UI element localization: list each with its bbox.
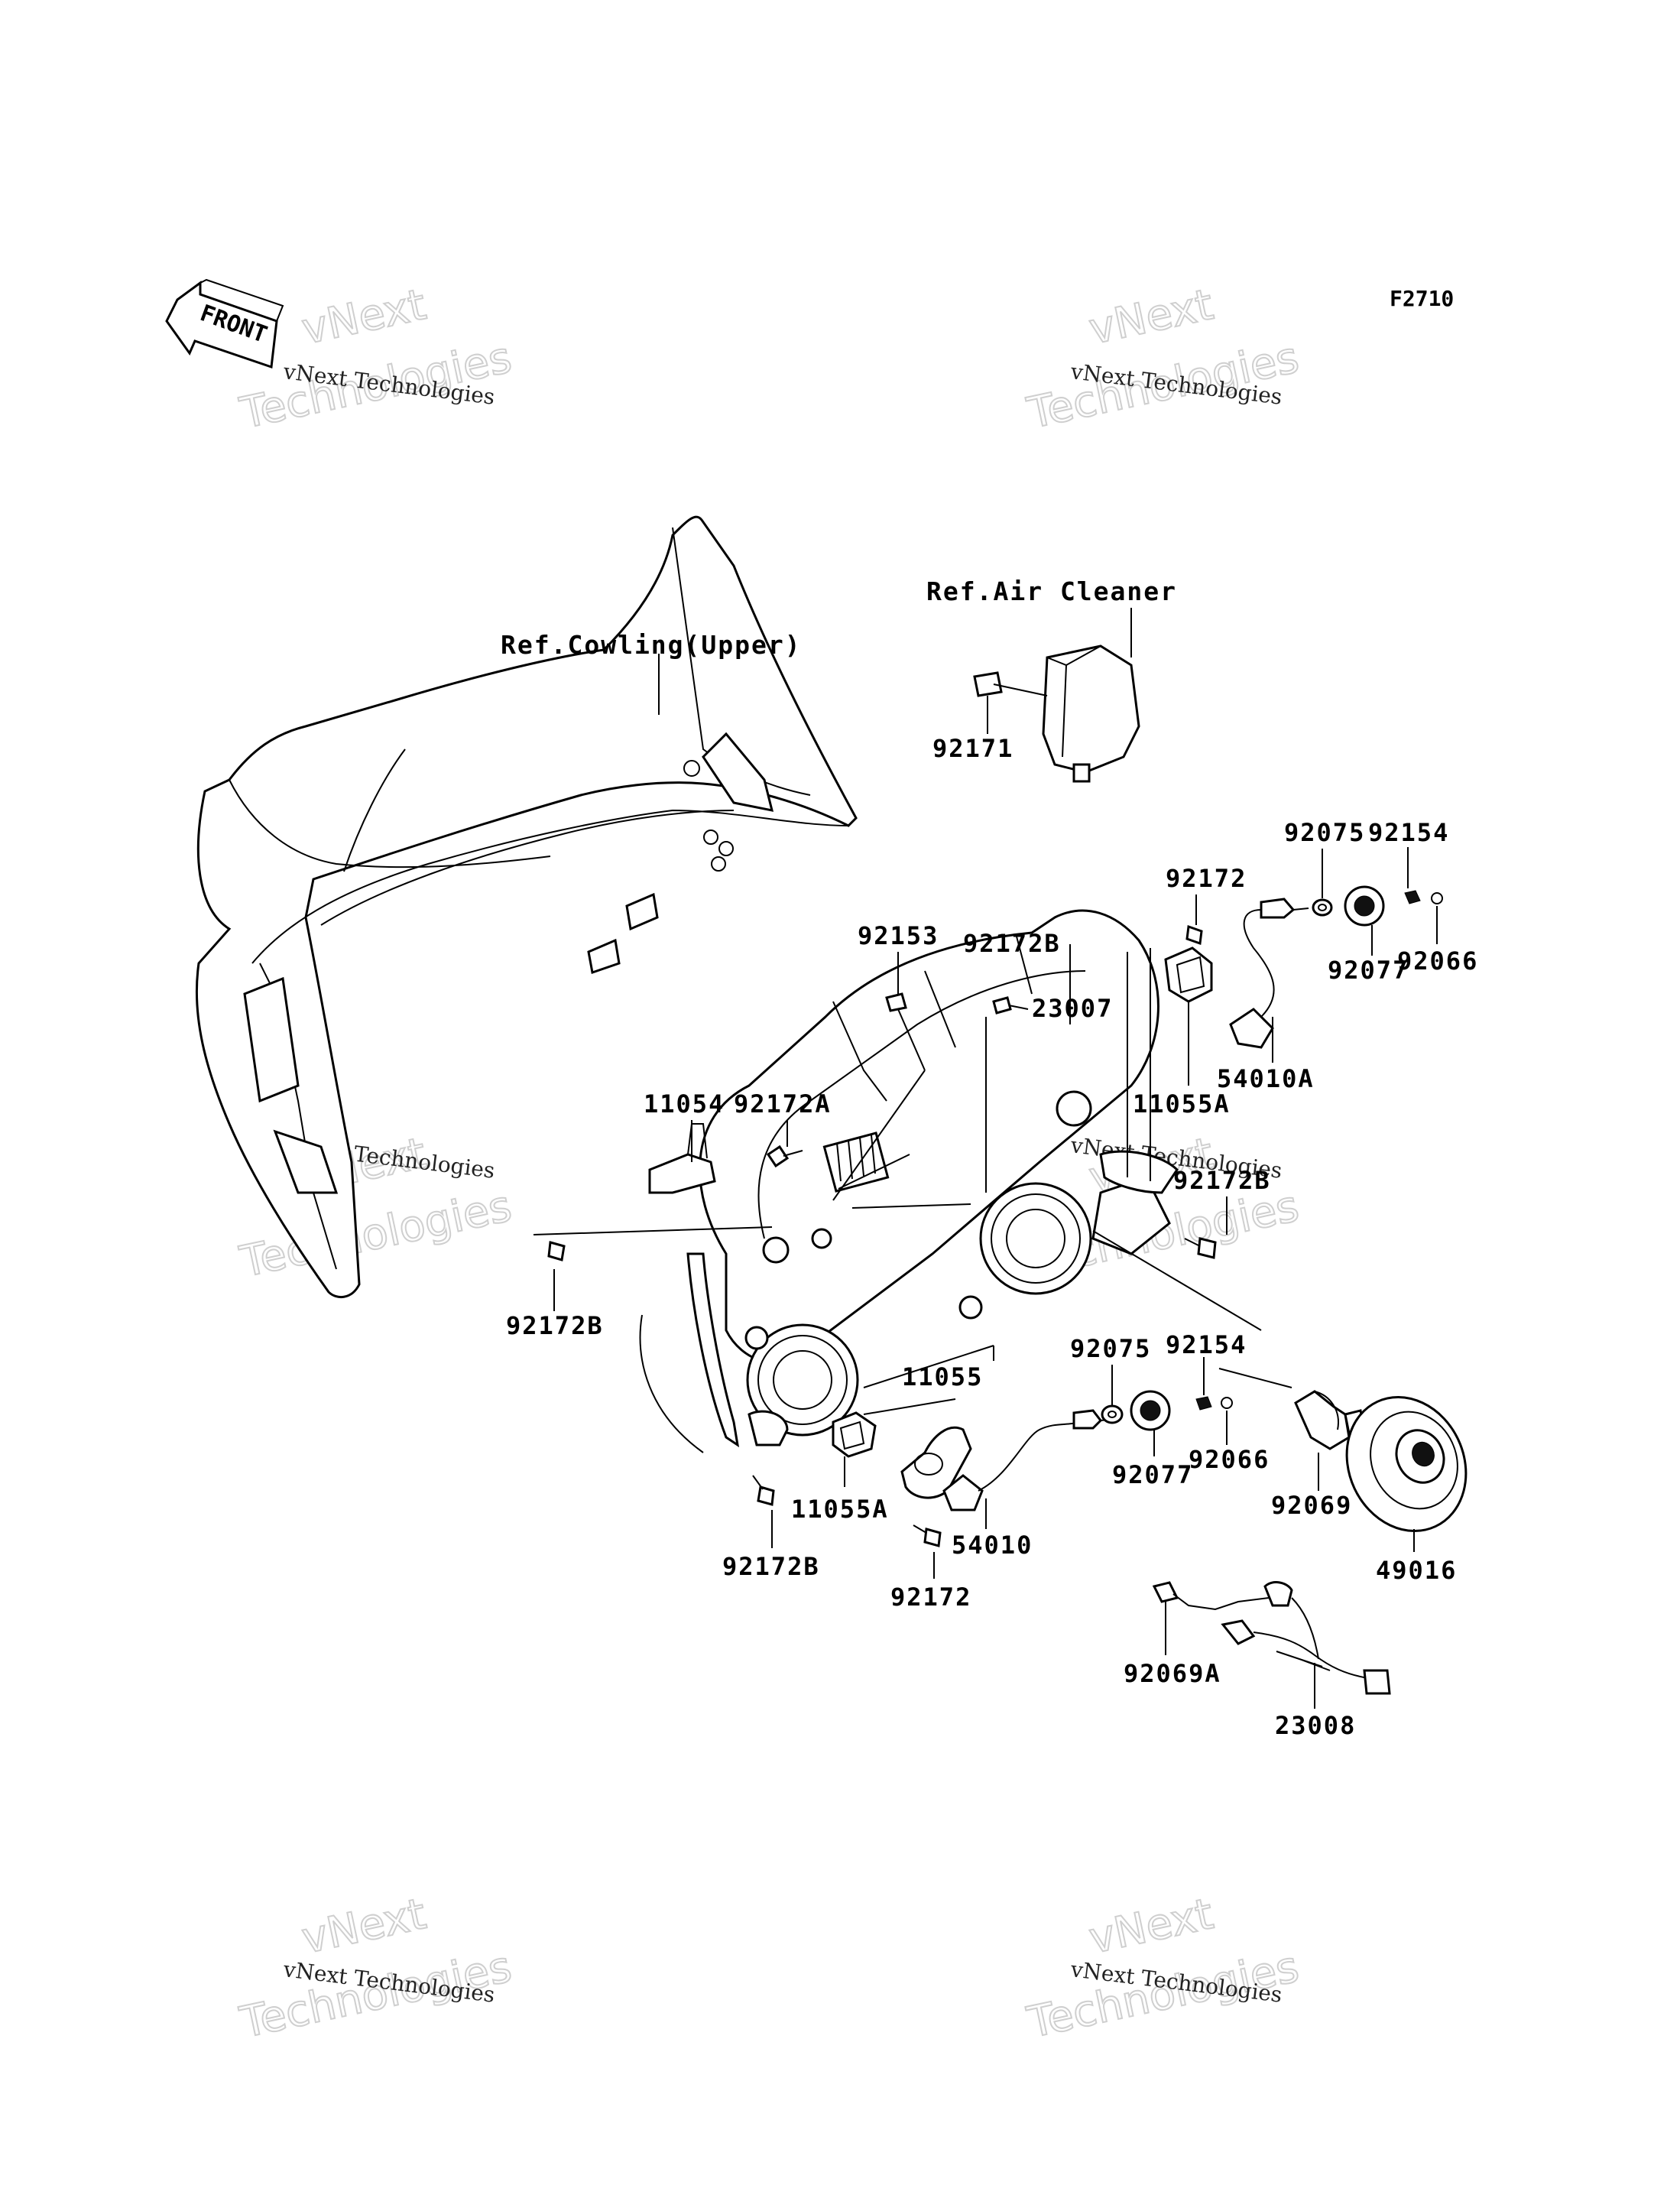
part-92069a-label: 92069A [1124,1659,1221,1688]
part-92066-top-label: 92066 [1397,946,1478,976]
bracket-11054 [648,1123,716,1194]
part-92172-top-label: 92172 [1166,864,1247,893]
screw-92172b-left [547,1241,566,1261]
part-92172b-right-label: 92172B [1173,1166,1271,1195]
part-92077-mid-label: 92077 [1112,1460,1193,1489]
leader-internal-2 [851,1203,971,1209]
watermark-bottom-left: vNext Technologies vNext Technologies [235,1888,516,2049]
nut-92154-top [1404,890,1421,904]
part-92153-label: 92153 [858,921,939,950]
screw-92172-bottom [913,1524,942,1547]
upper-cowling [195,515,858,1299]
holder-92077-mid [1130,1390,1171,1431]
bulb-socket-54010 [942,1409,1117,1511]
socket-11055a-top [1164,946,1213,1003]
part-49016-label: 49016 [1376,1556,1457,1585]
screw-92172b-right [1184,1237,1217,1259]
svg-text:vNext: vNext [1085,280,1218,355]
bolt-92153 [885,992,926,1071]
leader-internal-1 [838,1154,910,1190]
clip-92171 [973,671,1048,697]
part-92066-mid-label: 92066 [1189,1445,1270,1474]
leader-11055-right [1092,1230,1262,1331]
screw-92172b-bottom [752,1475,775,1506]
part-11055a-top-label: 11055A [1133,1089,1231,1118]
figure-code: F2710 [1390,286,1454,311]
part-92154-mid-label: 92154 [1166,1330,1247,1359]
part-23007-label: 23007 [1032,994,1113,1023]
grommet-92075-top [1312,898,1333,917]
part-92172b-left-label: 92172B [506,1311,604,1340]
svg-text:vNext: vNext [297,280,430,355]
part-92172b-bottom-label: 92172B [722,1552,820,1581]
part-92069-label: 92069 [1271,1491,1352,1520]
part-11055-label: 11055 [902,1362,983,1391]
ref-cowling-label: Ref.Cowling(Upper) [501,630,802,660]
nut-92154-mid [1195,1396,1212,1411]
part-92172b-top-label: 92172B [963,929,1061,958]
headlight-assembly-23007 [639,909,1179,1453]
screw-92172-top [1185,924,1203,946]
bulb-socket-54010a [1229,898,1309,1049]
part-23008-label: 23008 [1275,1711,1356,1740]
air-cleaner-part [1042,644,1140,783]
svg-text:vNext: vNext [1085,1889,1218,1964]
grommet-92075-mid [1101,1404,1124,1424]
leader-11055-left [863,1345,994,1388]
part-92075-top-label: 92075 [1284,818,1365,847]
watermark-bottom-right: vNext Technologies vNext Technologies [1022,1888,1303,2049]
front-arrow-icon: FRONT [165,278,284,369]
part-92172a-label: 92172A [734,1089,832,1118]
part-11055a-bottom-label: 11055A [791,1495,889,1524]
leader-92172b-left-to-assembly [533,1226,773,1235]
part-54010-label: 54010 [952,1531,1033,1560]
harness-23008 [1152,1581,1391,1695]
part-11054-label: 11054 [644,1089,725,1118]
part-92077-top-label: 92077 [1328,956,1409,985]
socket-11055a-bottom [832,1411,877,1458]
part-54010a-label: 54010A [1217,1064,1315,1093]
holder-92077-top [1344,885,1385,927]
svg-text:vNext: vNext [297,1889,430,1964]
screw-92172b-top [992,996,1029,1015]
ring-92066-top [1431,892,1443,904]
ref-air-cleaner-label: Ref.Air Cleaner [926,576,1177,606]
leader-11055-down [863,1398,956,1415]
watermark-top-right: vNext Technologies vNext Technologies [1022,279,1303,440]
lamp-49016 [1345,1395,1468,1533]
screw-92172a [766,1144,803,1168]
part-92154-top-label: 92154 [1368,818,1449,847]
ring-92066-mid [1221,1397,1233,1409]
part-92172-bottom-label: 92172 [890,1583,971,1612]
part-92171-label: 92171 [932,734,1014,763]
bracket-plate [900,1426,972,1499]
part-92075-mid-label: 92075 [1070,1334,1151,1363]
leader-92153-to-assembly [832,1070,926,1201]
leader-92154-to-bulb [1218,1368,1292,1388]
